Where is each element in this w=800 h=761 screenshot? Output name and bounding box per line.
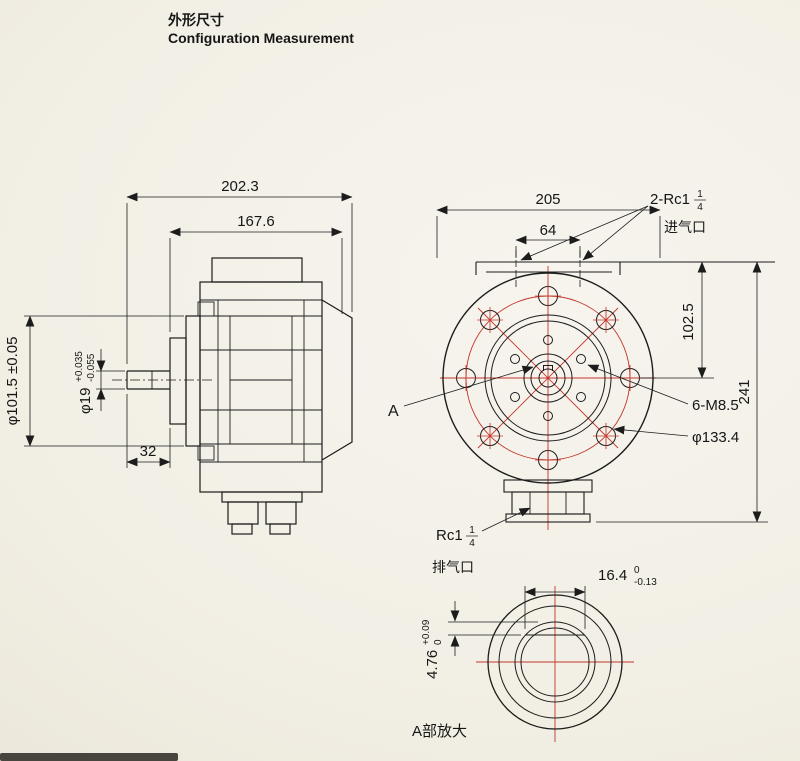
page-title-cn: 外形尺寸 — [168, 12, 224, 28]
intake-fraction-numerator: 1 — [697, 189, 703, 200]
detail-view — [476, 586, 634, 742]
bolt-holes-label: 6-M8.5 — [692, 397, 739, 414]
scan-artifact — [0, 753, 178, 761]
dim-bolt-circle: φ133.4 — [692, 429, 739, 446]
bolt-holes-leader — [587, 364, 689, 405]
bottom-valve-assembly — [221, 491, 303, 535]
page-title-en: Configuration Measurement — [168, 30, 354, 46]
dim-shaft-length: 32 — [140, 443, 157, 460]
keyway-width-tolerance-lower: -0.13 — [634, 577, 657, 588]
bolt-circle-leader — [613, 425, 689, 437]
keyway-depth-tolerance-upper: +0.09 — [421, 619, 432, 645]
detail-view-circles — [487, 594, 623, 730]
dim-center-height: 102.5 — [680, 303, 697, 341]
intake-fraction-denominator: 4 — [697, 202, 703, 213]
keyway-width-tolerance-upper: 0 — [634, 565, 640, 576]
exhaust-port-label: Rc1 — [436, 527, 463, 544]
intake-leader-left — [520, 205, 649, 261]
dim-overall-length: 202.3 — [221, 178, 259, 195]
dim-body-length: 167.6 — [237, 213, 275, 230]
bearing-hub — [169, 337, 187, 425]
detail-marker-a: A — [388, 403, 399, 420]
keyway-depth-tolerance-lower: 0 — [433, 639, 444, 645]
title-block: 外形尺寸 Configuration Measurement — [168, 12, 354, 46]
mounting-flange — [185, 315, 201, 447]
dim-keyway-depth: 4.76 +0.09 0 — [421, 619, 444, 679]
shaft-tolerance-upper: +0.035 — [74, 351, 85, 382]
exhaust-port-label-cn: 排气口 — [432, 559, 474, 575]
front-view-dimension-labels: 205 64 2-Rc1 1 4 进气口 102.5 241 6-M8.5 φ1… — [388, 189, 753, 575]
exhaust-block — [503, 479, 593, 523]
dim-flange-diameter: φ101.5 ±0.05 — [4, 337, 21, 426]
exhaust-fraction-denominator: 4 — [469, 538, 475, 549]
keyway-slot — [543, 365, 553, 371]
exhaust-fraction-numerator: 1 — [469, 525, 475, 536]
dim-keyway-width: 16.4 — [598, 567, 627, 584]
dim-port-spacing: 64 — [540, 222, 557, 239]
intake-ports-label: 2-Rc1 — [650, 191, 690, 208]
bolt-hole-centermarks — [453, 283, 643, 473]
detail-view-centerlines — [476, 586, 634, 742]
side-view-internal-lines — [200, 299, 322, 463]
side-view — [112, 257, 353, 535]
detail-view-dimension-labels: 16.4 0 -0.13 4.76 +0.09 0 A部放大 — [412, 565, 657, 740]
side-view-dimension-labels: 202.3 167.6 φ101.5 ±0.05 φ19 +0.035 -0.0… — [4, 178, 275, 460]
front-view-dimensions — [403, 199, 768, 537]
front-view — [440, 250, 775, 530]
keyway-depth-value: 4.76 — [424, 650, 441, 679]
shaft-tolerance-lower: -0.055 — [86, 353, 97, 382]
dim-overall-width: 205 — [535, 191, 560, 208]
detail-view-title: A部放大 — [412, 723, 467, 740]
drive-shaft — [112, 370, 214, 390]
exhaust-leader — [481, 507, 531, 532]
intake-leader-right — [582, 205, 649, 261]
dim-shaft-diameter: φ19 +0.035 -0.055 — [74, 351, 97, 414]
rear-bracket — [321, 299, 353, 461]
dim-overall-height: 241 — [736, 379, 753, 404]
intake-port-label-cn: 进气口 — [664, 219, 706, 235]
shaft-diameter-value: φ19 — [77, 388, 94, 414]
side-view-dimensions — [24, 192, 353, 468]
intake-top-plate — [475, 250, 775, 290]
detail-view-dimensions — [448, 586, 586, 656]
detail-a-leader — [403, 365, 534, 407]
